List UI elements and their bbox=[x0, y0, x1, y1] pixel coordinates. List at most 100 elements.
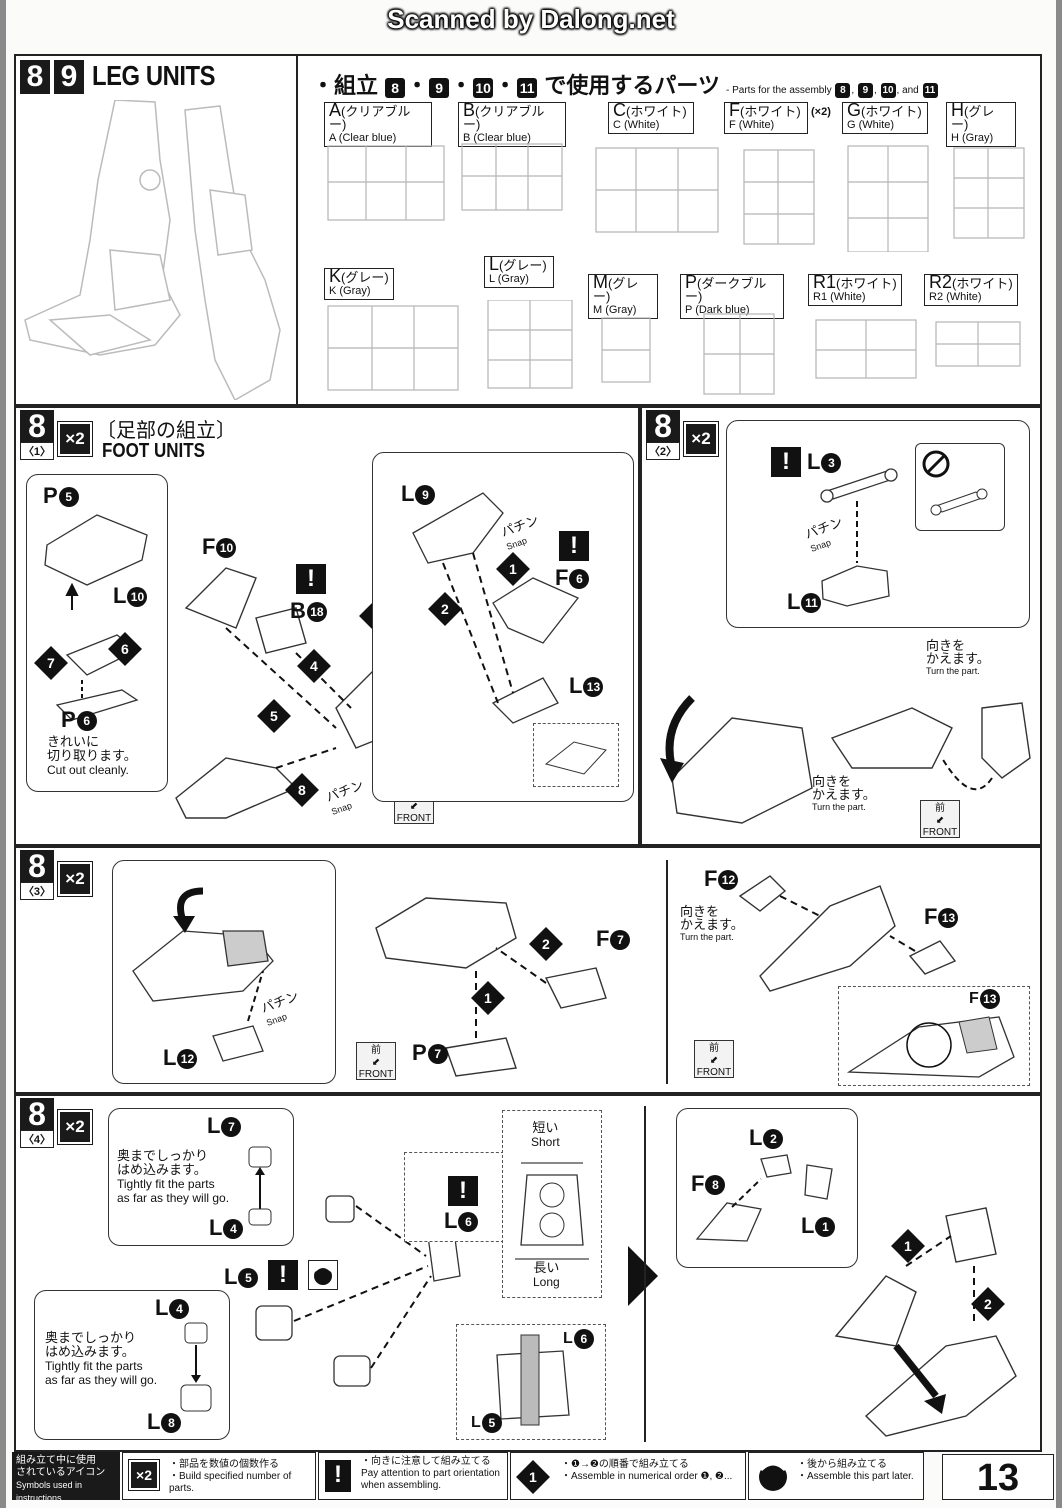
runner-label-a: A(クリアブルー)A (Clear blue) bbox=[324, 101, 432, 147]
step-8-2-turn-note-1: 向きをかえます。Turn the part. bbox=[926, 638, 990, 676]
step-8-2-main-drawing bbox=[660, 695, 1031, 824]
parts-title-en: - Parts for the assembly 8, 9, 10, and 1… bbox=[726, 83, 939, 98]
leg-units-illustration-area: 8 9 LEG UNITS bbox=[16, 56, 298, 404]
step-8-4-divider bbox=[644, 1106, 646, 1442]
scan-credit-watermark: Scanned by Dalong.net bbox=[387, 4, 675, 34]
step-8-2-multiplier: ×2 bbox=[683, 421, 719, 457]
leg-units-header-panel: 8 9 LEG UNITS ・組立 8・9・10・11 で使用するパーツ - P… bbox=[14, 54, 1042, 406]
step-8-4-header: 8 〈4〉 bbox=[20, 1098, 54, 1148]
legend-x2-icon: ×2 bbox=[128, 1459, 160, 1491]
runner-drawings-row1 bbox=[327, 143, 1025, 252]
assemble-later-icon-l5 bbox=[308, 1260, 338, 1290]
step-8-1-header: 8 〈1〉 bbox=[20, 410, 54, 460]
step-8-2-attention-icon: ! bbox=[771, 447, 801, 477]
step-8-2-header: 8 〈2〉 bbox=[646, 410, 680, 460]
prohibited-icon bbox=[922, 450, 950, 478]
transition-arrow-icon bbox=[628, 1246, 658, 1306]
legend-assemble-later: ・後から組み立てる・Assemble this part later. bbox=[748, 1452, 924, 1500]
leg-units-drawing bbox=[24, 100, 281, 400]
wrong-orientation-box bbox=[915, 443, 1005, 531]
legend-order-icon: 1 bbox=[516, 1460, 550, 1494]
runner-label-h: H(グレー)H (Gray) bbox=[946, 101, 1016, 147]
step-8-1-attention-icon: ! bbox=[296, 564, 326, 594]
legend-attention-icon: ! bbox=[325, 1460, 351, 1492]
cutout-drawing bbox=[44, 514, 148, 721]
parts-step-9: 9 bbox=[429, 78, 450, 98]
runner-label-l: L(グレー)L (Gray) bbox=[484, 255, 554, 288]
step-8-3-turn-note: 向きをかえます。Turn the part. bbox=[680, 904, 744, 942]
runner-label-k: K(グレー)K (Gray) bbox=[324, 267, 394, 300]
runner-label-r1: R1(ホワイト)R1 (White) bbox=[808, 273, 902, 306]
foot-units-title-en: FOOT UNITS bbox=[102, 440, 205, 462]
runner-label-c: C(ホワイト)C (White) bbox=[608, 101, 694, 134]
f6-detail-box bbox=[533, 723, 619, 787]
header-step-9: 9 bbox=[54, 60, 84, 94]
runner-f-multiplier: (×2) bbox=[811, 106, 831, 118]
section-title: LEG UNITS bbox=[92, 60, 216, 91]
instruction-page: 8 9 LEG UNITS ・組立 8・9・10・11 で使用するパーツ - P… bbox=[6, 0, 1056, 1508]
step-8-3-front-indicator-2: 前⬋FRONT bbox=[694, 1040, 734, 1078]
step-8-3-front-indicator-1: 前⬋FRONT bbox=[356, 1042, 396, 1080]
step-8-3-divider bbox=[666, 860, 668, 1084]
parts-step-8: 8 bbox=[385, 78, 406, 98]
legend-multiplier: ×2 ・部品を数値の個数作る・Build specified number of… bbox=[122, 1452, 316, 1500]
step-8-1-callout-attention-icon: ! bbox=[559, 531, 589, 561]
legend-assemble-later-icon bbox=[759, 1462, 787, 1491]
step-8-4-middle-drawing bbox=[255, 1195, 461, 1387]
step-8-3-middle-drawing bbox=[375, 897, 607, 1077]
callout-drawing bbox=[412, 492, 580, 724]
step-8-4-multiplier: ×2 bbox=[57, 1109, 93, 1145]
step-8-3-header: 8 〈3〉 bbox=[20, 850, 54, 900]
foot-units-title-jp: 〔足部の組立〕 bbox=[96, 420, 236, 442]
cut-out-cleanly-note: きれいに 切り取ります。 Cut out cleanly. bbox=[47, 734, 137, 778]
parts-step-10: 10 bbox=[473, 78, 494, 98]
runner-label-f: F(ホワイト)F (White) bbox=[724, 101, 808, 134]
parts-title-suffix: で使用するパーツ bbox=[544, 73, 720, 98]
step-8-4-attention-icon-l5: ! bbox=[268, 1260, 298, 1290]
parts-title: ・組立 8・9・10・11 で使用するパーツ - Parts for the a… bbox=[312, 68, 939, 100]
step-8-4-attention-icon-l6: ! bbox=[448, 1176, 478, 1206]
runner-drawings-row2 bbox=[327, 300, 1021, 395]
step-8-3-multiplier: ×2 bbox=[57, 861, 93, 897]
runner-label-r2: R2(ホワイト)R2 (White) bbox=[924, 273, 1018, 306]
step-8-1-multiplier: ×2 bbox=[57, 421, 93, 457]
